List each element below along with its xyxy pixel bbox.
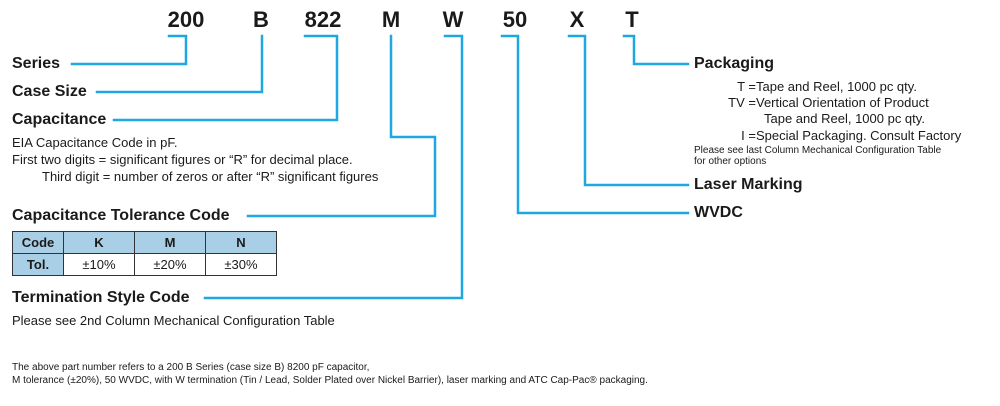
tolerance-header-cell: M — [134, 231, 206, 254]
packaging-tv-line2: Tape and Reel, 1000 pc qty. — [764, 111, 925, 126]
packaging-note-2: for other options — [694, 156, 767, 167]
tolerance-table: Code K M N Tol. ±10% ±20% ±30% — [12, 231, 277, 276]
label-series: Series — [12, 55, 61, 72]
label-packaging: Packaging — [694, 55, 775, 72]
code-case-size: B — [253, 7, 269, 32]
code-packaging: T — [625, 7, 639, 32]
packaging-i-val: Special Packaging. Consult Factory — [756, 128, 962, 143]
capacitance-desc-line1: EIA Capacitance Code in pF. — [12, 135, 178, 150]
capacitance-desc-line3-key: Third digit = — [42, 169, 114, 184]
packaging-t-key: T = — [737, 79, 756, 94]
label-wvdc: WVDC — [694, 204, 743, 221]
connector-tolerance — [246, 34, 437, 218]
footnote-line2: M tolerance (±20%), 50 WVDC, with W term… — [12, 375, 648, 386]
tolerance-table-header: Code K M N — [12, 231, 277, 254]
tolerance-header-cell: N — [205, 231, 277, 254]
code-termination: W — [442, 7, 464, 32]
code-series: 200 — [167, 7, 205, 32]
capacitance-desc-line2-val: significant figures or “R” for decimal p… — [109, 152, 353, 167]
tolerance-header-cell: Code — [12, 231, 64, 254]
packaging-t-val: Tape and Reel, 1000 pc qty. — [756, 79, 917, 94]
connector-termination — [203, 34, 464, 300]
connector-wvdc — [500, 34, 690, 215]
connector-packaging — [622, 34, 690, 66]
capacitance-desc-line3-val: number of zeros or after “R” significant… — [113, 169, 379, 184]
tolerance-table-row: Tol. ±10% ±20% ±30% — [12, 253, 277, 276]
capacitance-desc-line3: Third digit = number of zeros or after “… — [42, 169, 378, 184]
footnote-line1: The above part number refers to a 200 B … — [12, 362, 370, 373]
label-case-size: Case Size — [12, 83, 87, 100]
label-capacitance: Capacitance — [12, 111, 107, 128]
label-termination: Termination Style Code — [12, 289, 190, 306]
packaging-tv-key: TV = — [728, 95, 756, 110]
connector-series — [70, 34, 188, 66]
code-wvdc: 50 — [502, 7, 528, 32]
packaging-i: I = Special Packaging. Consult Factory — [694, 128, 961, 143]
code-laser-marking: X — [569, 7, 585, 32]
packaging-t: T = Tape and Reel, 1000 pc qty. — [694, 79, 917, 94]
tolerance-value-cell: ±30% — [205, 253, 277, 276]
packaging-i-key: I = — [741, 128, 756, 143]
packaging-tv-val: Vertical Orientation of Product — [756, 95, 929, 110]
label-laser-marking: Laser Marking — [694, 176, 803, 193]
capacitance-desc-line2: First two digits = significant figures o… — [12, 152, 353, 167]
termination-desc: Please see 2nd Column Mechanical Configu… — [12, 313, 335, 328]
code-capacitance: 822 — [304, 7, 342, 32]
packaging-tv: TV = Vertical Orientation of Product — [694, 95, 929, 110]
capacitance-desc-line2-key: First two digits = — [12, 152, 110, 167]
connector-case-size — [95, 34, 264, 94]
tolerance-row-label: Tol. — [12, 253, 64, 276]
tolerance-value-cell: ±10% — [63, 253, 135, 276]
code-tolerance: M — [381, 7, 401, 32]
label-tolerance: Capacitance Tolerance Code — [12, 207, 230, 224]
tolerance-value-cell: ±20% — [134, 253, 206, 276]
connector-laser-marking — [567, 34, 690, 187]
connector-capacitance — [112, 34, 339, 122]
packaging-note-1: Please see last Column Mechanical Config… — [694, 145, 942, 156]
tolerance-header-cell: K — [63, 231, 135, 254]
